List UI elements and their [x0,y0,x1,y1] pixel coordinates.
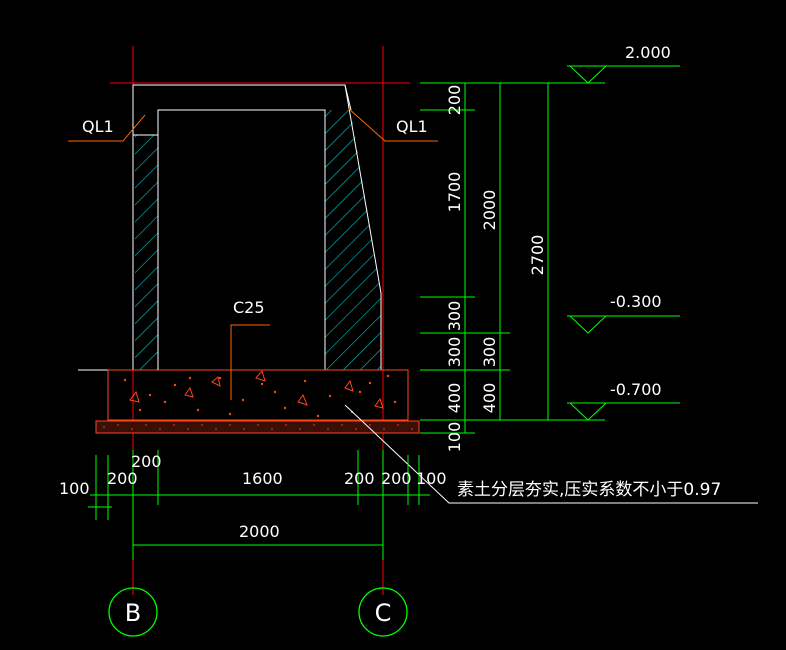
dim-2000-vertical: 2000 [480,190,499,231]
ql1-right-leader [347,107,438,142]
walls [135,110,381,370]
axis-bubble-b [108,587,158,637]
dim-200-d: 200 [381,469,412,488]
elevation-mid-label: -0.300 [610,292,662,311]
axis-label-c: C [375,599,392,627]
dim-300-a: 300 [445,301,464,332]
elevation-markers [567,65,680,421]
horizontal-dimension-texts: 100 200 200 1600 200 200 100 2000 [59,452,447,541]
leaders [68,107,438,400]
axis-bubbles [108,587,408,637]
dim-200-a: 200 [107,469,138,488]
ground-lines [78,369,109,420]
note-label: 素土分层夯实,压实系数不小于0.97 [457,480,721,500]
dim-100-right: 100 [416,469,447,488]
c25-leader [230,324,270,400]
dim-2700: 2700 [528,235,547,276]
axis-bubble-c [358,587,408,637]
ql1-right-label: QL1 [396,117,428,136]
vertical-dimensions [420,82,605,434]
ql1-left-label: QL1 [82,117,114,136]
dim-400: 400 [445,383,464,414]
dim-400-b: 400 [480,383,499,414]
elevation-bottom-label: -0.700 [610,380,662,399]
axis-label-b: B [125,599,141,627]
note-leader [344,404,758,504]
dim-1700: 1700 [445,172,464,213]
horizontal-dimensions [88,450,430,560]
right-wall-hatch [325,110,381,370]
elevation-top-label: 2.000 [625,43,671,62]
dim-200-top: 200 [445,85,464,116]
concrete-grade-label: C25 [233,298,265,317]
vertical-dimension-texts: 200 1700 300 300 400 100 2000 300 400 27… [445,85,547,453]
dim-200-b: 200 [131,452,162,471]
dim-100-left: 100 [59,479,90,498]
left-wall-hatch [135,135,158,370]
ql1-left-leader [68,114,146,142]
dim-300-b: 300 [445,337,464,368]
dim-100: 100 [445,422,464,453]
dim-2000-horizontal: 2000 [239,522,280,541]
dim-200-c: 200 [344,469,375,488]
dim-300-c: 300 [480,337,499,368]
dim-1600: 1600 [242,469,283,488]
wall-outline [132,84,382,370]
bedding-layer [95,420,420,434]
concrete-slab [107,369,409,421]
